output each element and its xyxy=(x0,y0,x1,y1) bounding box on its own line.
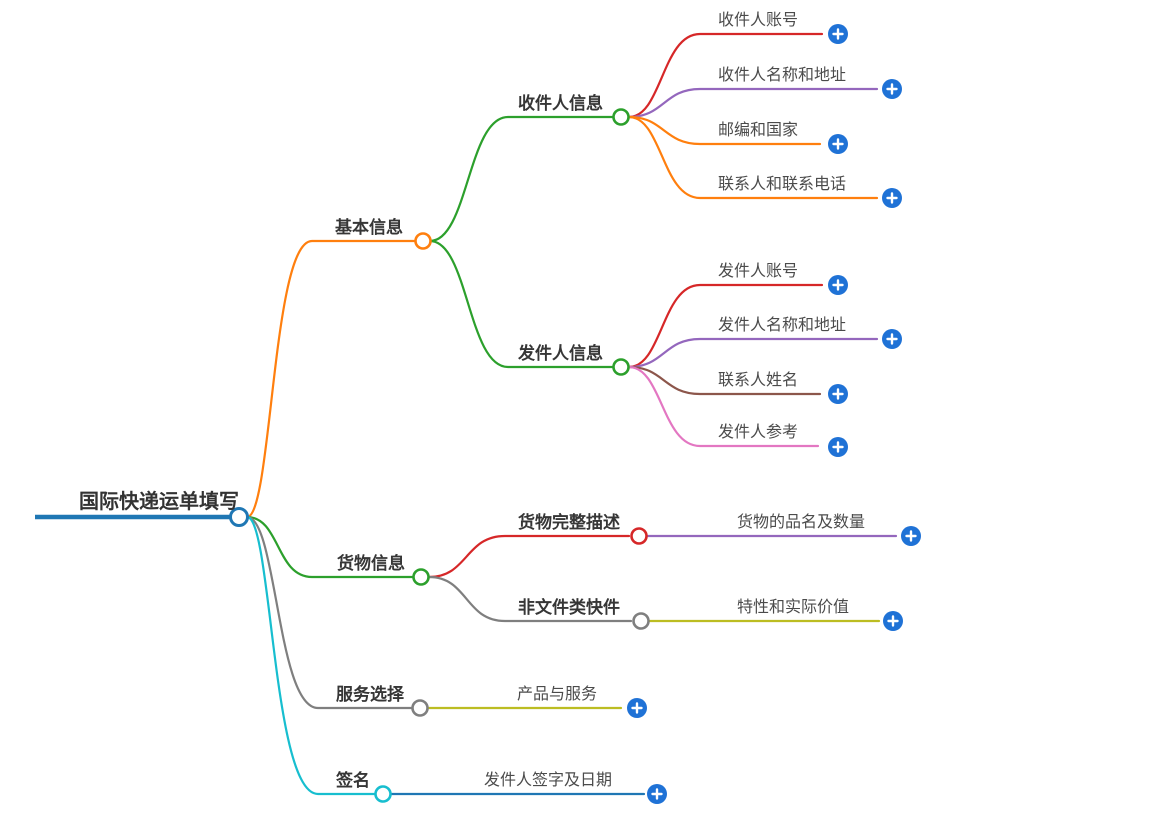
handle-recipient-info[interactable] xyxy=(612,108,630,126)
node-recipient-info[interactable]: 收件人信息 xyxy=(518,94,603,113)
handle-sender-info[interactable] xyxy=(612,358,630,376)
plus-icon-glyph xyxy=(886,192,898,204)
node-sender-reference[interactable]: 发件人参考 xyxy=(718,424,799,441)
node-contact-and-phone[interactable]: 联系人和联系电话 xyxy=(718,176,847,193)
node-recipient-name-address[interactable]: 收件人名称和地址 xyxy=(718,67,847,84)
plus-icon-glyph xyxy=(651,788,663,800)
handle-root[interactable] xyxy=(229,507,249,527)
add-button-sender-name-address[interactable] xyxy=(882,329,902,349)
plus-icon-glyph xyxy=(886,333,898,345)
add-button-recipient-name-address[interactable] xyxy=(882,79,902,99)
node-cargo-description[interactable]: 货物完整描述 xyxy=(518,513,620,532)
add-button-cargo-name-quantity[interactable] xyxy=(901,526,921,546)
node-products-services[interactable]: 产品与服务 xyxy=(517,686,598,703)
node-root[interactable]: 国际快递运单填写 xyxy=(79,491,239,513)
node-sender-name-address[interactable]: 发件人名称和地址 xyxy=(718,317,847,334)
add-button-sender-reference[interactable] xyxy=(828,437,848,457)
link-postcode-country xyxy=(627,115,822,146)
link-cargo-description xyxy=(427,534,631,579)
handle-non-document-shipment[interactable] xyxy=(632,612,650,630)
handle-signature[interactable] xyxy=(374,785,392,803)
plus-icon-glyph xyxy=(832,441,844,453)
node-non-document-shipment[interactable]: 非文件类快件 xyxy=(518,598,620,617)
add-button-contact-and-phone[interactable] xyxy=(882,188,902,208)
node-basic-info[interactable]: 基本信息 xyxy=(335,218,403,237)
node-cargo-name-quantity[interactable]: 货物的品名及数量 xyxy=(737,514,866,531)
link-recipient-info xyxy=(428,115,615,243)
link-service-selection xyxy=(245,515,415,710)
add-button-products-services[interactable] xyxy=(627,698,647,718)
add-button-contact-name[interactable] xyxy=(828,384,848,404)
node-sender-info[interactable]: 发件人信息 xyxy=(518,344,603,363)
node-cargo-info[interactable]: 货物信息 xyxy=(337,554,405,573)
plus-icon-glyph xyxy=(887,615,899,627)
node-signature[interactable]: 签名 xyxy=(336,771,370,790)
link-sender-name-address xyxy=(627,337,879,369)
link-basic-info xyxy=(245,239,418,519)
plus-icon-glyph xyxy=(832,388,844,400)
link-recipient-account xyxy=(627,32,824,119)
node-nature-and-value[interactable]: 特性和实际价值 xyxy=(737,599,850,616)
plus-icon-glyph xyxy=(832,28,844,40)
node-sender-account[interactable]: 发件人账号 xyxy=(718,263,799,280)
node-postcode-country[interactable]: 邮编和国家 xyxy=(718,122,799,139)
plus-icon-glyph xyxy=(832,279,844,291)
handle-basic-info[interactable] xyxy=(414,232,432,250)
link-signature xyxy=(245,515,378,796)
handle-cargo-description[interactable] xyxy=(630,527,648,545)
plus-icon-glyph xyxy=(886,83,898,95)
add-button-recipient-account[interactable] xyxy=(828,24,848,44)
link-contact-name xyxy=(627,365,822,396)
node-service-selection[interactable]: 服务选择 xyxy=(336,685,404,704)
node-sender-signature-date[interactable]: 发件人签字及日期 xyxy=(484,772,613,789)
add-button-postcode-country[interactable] xyxy=(828,134,848,154)
node-recipient-account[interactable]: 收件人账号 xyxy=(718,12,799,29)
plus-icon-glyph xyxy=(631,702,643,714)
link-sender-account xyxy=(627,283,824,369)
plus-icon-glyph xyxy=(905,530,917,542)
add-button-nature-and-value[interactable] xyxy=(883,611,903,631)
handle-cargo-info[interactable] xyxy=(412,568,430,586)
handle-service-selection[interactable] xyxy=(411,699,429,717)
node-contact-name[interactable]: 联系人姓名 xyxy=(718,372,799,389)
add-button-sender-account[interactable] xyxy=(828,275,848,295)
link-recipient-name-address xyxy=(627,87,879,119)
link-contact-and-phone xyxy=(627,115,879,200)
link-sender-info xyxy=(428,239,615,369)
link-cargo-info xyxy=(245,515,416,579)
add-button-sender-signature-date[interactable] xyxy=(647,784,667,804)
link-non-document-shipment xyxy=(427,575,633,623)
link-sender-reference xyxy=(627,365,820,448)
plus-icon-glyph xyxy=(832,138,844,150)
